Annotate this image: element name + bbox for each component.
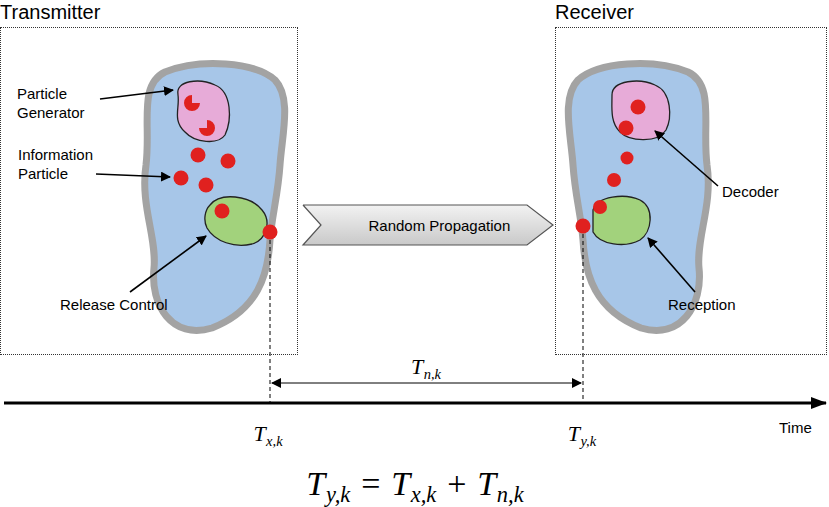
partial-particle <box>199 120 215 136</box>
math-symbol: T <box>306 465 325 503</box>
math-symbol: T <box>411 354 423 380</box>
math-symbol: T <box>253 421 265 447</box>
subscript: n,k <box>497 482 524 507</box>
particles <box>174 148 278 240</box>
time-markers <box>270 234 583 402</box>
arrow-outline <box>303 205 553 245</box>
propagation-arrow: Random Propagation <box>303 205 553 245</box>
subscript: y,k <box>580 433 596 450</box>
math-symbol: T <box>391 465 410 503</box>
reception <box>593 196 650 244</box>
particles <box>576 100 646 234</box>
math-symbol: T <box>477 465 496 503</box>
cell-membrane <box>145 64 285 331</box>
subscript: x,k <box>411 482 437 507</box>
math-operator: + <box>447 465 466 503</box>
time-axis <box>4 402 826 405</box>
delay-symbol: Tn,k <box>411 354 441 380</box>
decoder <box>612 81 670 140</box>
part-label: Release Control <box>60 295 168 314</box>
arrow-label: Random Propagation <box>368 217 510 234</box>
partial-particle <box>184 95 200 111</box>
subscript: n,k <box>424 366 441 383</box>
subscript: y,k <box>326 482 350 507</box>
time-symbol: Tx,k <box>253 421 282 447</box>
box-heading: Transmitter <box>0 0 100 24</box>
time-symbol: Ty,k <box>568 421 596 447</box>
subscript: x,k <box>266 433 283 450</box>
cell-membrane <box>568 64 708 331</box>
part-label: Reception <box>668 295 736 314</box>
axis-label: Time <box>779 418 812 437</box>
math-operator: = <box>361 465 380 503</box>
part-label: Particle Generator <box>17 84 117 122</box>
box-heading: Receiver <box>555 0 634 24</box>
receiver-cell <box>568 64 708 331</box>
equation: Ty,k=Tx,k+Tn,k <box>306 465 523 503</box>
release-control <box>205 197 267 245</box>
part-label: Information Particle <box>18 145 113 183</box>
particle-generator <box>177 81 229 141</box>
delay-span <box>272 383 581 384</box>
part-label: Decoder <box>722 182 779 201</box>
leader-lines <box>96 90 718 292</box>
math-symbol: T <box>568 421 580 447</box>
transmitter-cell <box>145 64 285 331</box>
